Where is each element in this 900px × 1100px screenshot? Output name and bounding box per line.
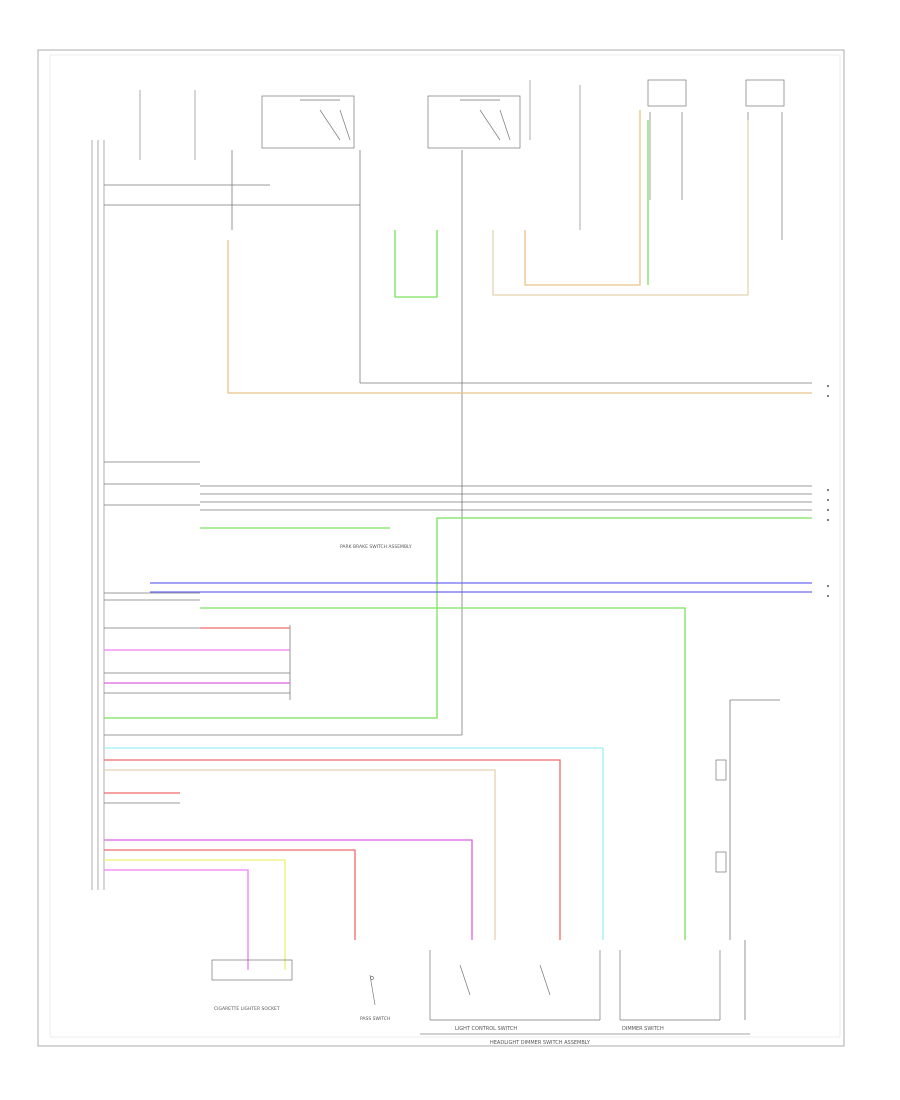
light-control-switch-label: LIGHT CONTROL SWITCH	[455, 1026, 517, 1032]
park-brake-switch-label: PARK BRAKE SWITCH ASSEMBLY	[340, 544, 412, 550]
yellow-wire	[104, 859, 286, 970]
cigarette-lighter-label: CIGARETTE LIGHTER SOCKET	[214, 1006, 280, 1012]
diagram-border	[37, 49, 845, 1047]
cigarette-lighter-socket	[211, 959, 293, 981]
left-headlight	[745, 79, 785, 240]
light-control-switch	[429, 950, 601, 1021]
red-wire	[104, 627, 561, 940]
right-connector-pins	[827, 385, 829, 597]
blue-wire	[150, 582, 812, 593]
headlight-dimmer-assembly-label: HEADLIGHT DIMMER SWITCH ASSEMBLY	[490, 1040, 591, 1046]
cyan-wire	[104, 747, 604, 940]
green-wire	[104, 120, 812, 940]
headlight-relay-lo	[261, 95, 355, 149]
pass-switch	[369, 974, 376, 1006]
pass-switch-label: PASS SWITCH	[360, 1016, 390, 1022]
fuse-blocks-top	[139, 80, 581, 230]
grey-wires	[104, 150, 812, 1020]
beige-wire	[104, 769, 496, 940]
tan-wire	[227, 110, 812, 394]
headlight-relay-hi	[427, 95, 521, 149]
pink-wire	[104, 649, 473, 970]
right-headlight	[647, 79, 687, 200]
inner-frame	[49, 54, 841, 1038]
left-connector-block	[91, 140, 105, 890]
clearance-light-module	[715, 759, 727, 873]
dimmer-switch-label: DIMMER SWITCH	[622, 1026, 664, 1032]
dimmer-switch	[619, 950, 721, 1021]
